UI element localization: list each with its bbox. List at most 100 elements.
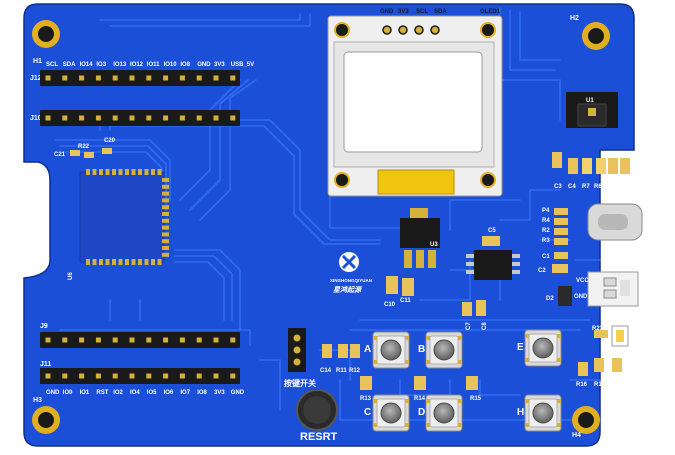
capacitor-c7 xyxy=(462,302,472,316)
j11-pin xyxy=(230,373,236,379)
chip-label-u6: U6 xyxy=(68,272,74,280)
part-r4: R4 xyxy=(542,218,550,224)
j12-pin-label: SDA xyxy=(63,62,76,68)
j11-pin-label: IO5 xyxy=(147,390,157,396)
u6-pad xyxy=(144,169,149,175)
esp-module-u6 xyxy=(79,169,169,265)
j11-pin xyxy=(112,373,118,379)
part-c11: C11 xyxy=(400,298,411,304)
button-c[interactable] xyxy=(372,394,410,432)
reset-button[interactable] xyxy=(296,389,338,431)
u6-pad xyxy=(138,259,142,265)
j9-pin xyxy=(95,337,101,343)
header-j9 xyxy=(40,332,240,348)
j9-pin xyxy=(146,337,152,343)
j12-pin-label: IO3 xyxy=(96,62,106,68)
button-b[interactable] xyxy=(425,331,463,369)
j10-pin xyxy=(179,115,185,121)
power-connector xyxy=(587,271,639,307)
j10-pin xyxy=(213,115,219,121)
resistor-r16 xyxy=(578,362,588,376)
hole-label-h1: H1 xyxy=(33,58,42,65)
j12-pin xyxy=(213,75,219,81)
j12-pin xyxy=(129,75,135,81)
j10-pin xyxy=(196,115,202,121)
hole-label-h4: H4 xyxy=(572,432,581,439)
u6-pad xyxy=(125,169,129,175)
u6-pad xyxy=(86,169,90,175)
u6-pad xyxy=(92,259,97,265)
part-r14: R14 xyxy=(414,396,426,402)
j9-pin xyxy=(163,337,169,343)
label-gnd: GND xyxy=(574,294,588,300)
j9-pin xyxy=(62,337,68,343)
u6-pad xyxy=(151,259,155,265)
part-r13: R13 xyxy=(360,396,372,402)
j12-pin xyxy=(230,75,236,81)
switch-label: 按键开关 xyxy=(284,378,316,388)
part-c20: C20 xyxy=(104,138,116,144)
j12-pin-label: IO8 xyxy=(180,62,190,68)
j11-pin-label: IO8 xyxy=(197,390,207,396)
part-r12: R12 xyxy=(349,368,361,374)
capacitor-c20 xyxy=(102,148,112,154)
part-d2: D2 xyxy=(546,296,554,302)
u6-pad xyxy=(157,259,162,265)
part-c1: C1 xyxy=(542,254,550,260)
button-h[interactable] xyxy=(524,394,562,432)
u6-pad xyxy=(105,259,110,265)
j11-pin-label: IO0 xyxy=(63,390,73,396)
j10-pin xyxy=(45,115,51,121)
j12-pin-label: IO11 xyxy=(147,62,160,68)
resistor-r18 xyxy=(594,358,604,372)
button-label-a: A xyxy=(364,344,371,355)
u6-pad xyxy=(118,169,123,175)
part-r2: R2 xyxy=(542,228,550,234)
button-e[interactable] xyxy=(524,329,562,367)
resistor-r21 xyxy=(612,358,622,372)
button-a[interactable] xyxy=(372,331,410,369)
j11-pin-label: IO1 xyxy=(80,390,90,396)
resistor-r22 xyxy=(84,152,94,158)
j10-pin xyxy=(163,115,169,121)
part-c2: C2 xyxy=(538,268,546,274)
part-c3: C3 xyxy=(554,184,562,190)
part-r23: R23 xyxy=(592,326,604,332)
u6-pad xyxy=(105,169,110,175)
j10-pin xyxy=(79,115,85,121)
capacitor-c8 xyxy=(476,300,486,316)
brand-pinyin: XINGHONGQIYUAN xyxy=(330,278,372,283)
part-r22: R22 xyxy=(78,144,90,150)
j10-pin xyxy=(129,115,135,121)
resistor-r13 xyxy=(360,376,372,390)
u6-pad xyxy=(112,259,116,265)
header-j10 xyxy=(40,110,240,126)
u6-pad xyxy=(162,239,169,244)
part-c10: C10 xyxy=(384,302,396,308)
j11-pin xyxy=(129,373,135,379)
part-c21: C21 xyxy=(54,152,66,158)
part-c8: C8 xyxy=(482,322,488,330)
passive-row-top xyxy=(552,152,630,174)
u6-pad xyxy=(92,169,97,175)
usb-c-connector xyxy=(587,203,643,241)
j11-pin xyxy=(163,373,169,379)
j11-pin xyxy=(179,373,185,379)
j12-pin xyxy=(179,75,185,81)
part-c6: C6 xyxy=(618,184,626,190)
part-r15: R15 xyxy=(470,396,482,402)
part-c4: C4 xyxy=(568,184,576,190)
header-j12 xyxy=(40,70,240,86)
part-c7: C7 xyxy=(466,322,472,330)
chip-label-u1: U1 xyxy=(586,98,594,104)
j10-pin xyxy=(146,115,152,121)
part-r18: R18 xyxy=(594,382,606,388)
j11-pin-label: GND xyxy=(231,390,245,396)
j12-pin xyxy=(45,75,51,81)
button-d[interactable] xyxy=(425,394,463,432)
part-d1: D1 xyxy=(630,342,638,348)
j11-pin xyxy=(146,373,152,379)
button-label-h: H xyxy=(517,407,524,418)
j12-pin xyxy=(62,75,68,81)
